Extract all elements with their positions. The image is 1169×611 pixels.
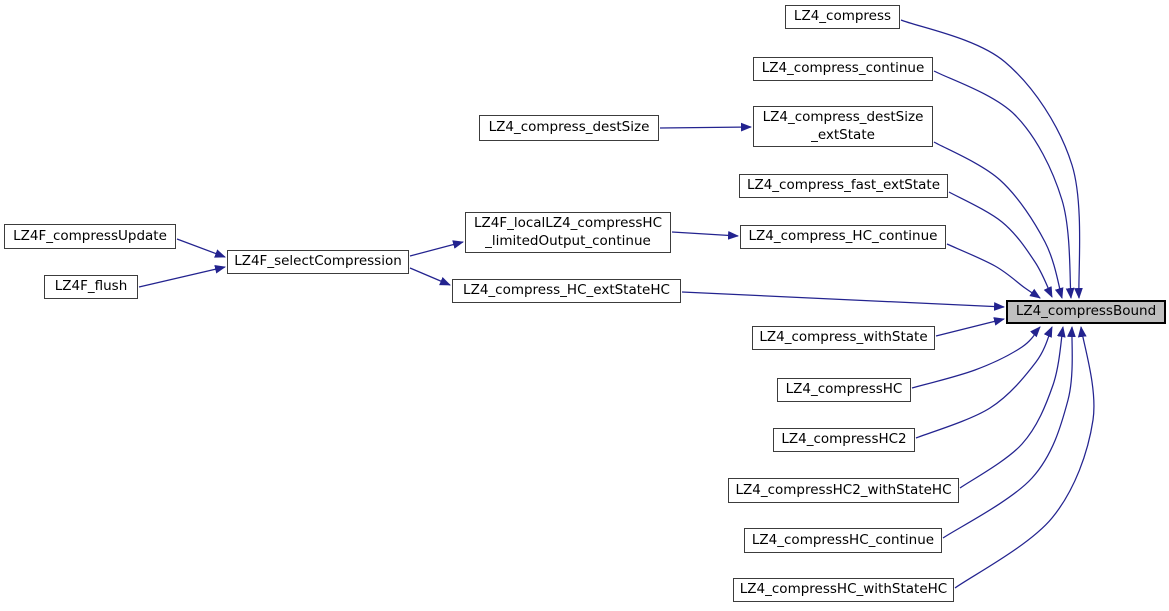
edge-lz4_compress_HC_continue-to-lz4_compressBound bbox=[946, 243, 1041, 299]
edge-lz4f_localLZ4_compressHC_limitedOutput_continue-to-lz4_compress_HC_continue bbox=[671, 231, 739, 240]
edge-lz4f_flush-to-lz4f_selectCompression bbox=[138, 264, 226, 288]
graph-node-lz4_compress_withState[interactable]: LZ4_compress_withState bbox=[752, 326, 935, 350]
edge-lz4_compressHC-to-lz4_compressBound bbox=[911, 326, 1041, 389]
graph-node-lz4_compressHC_continue[interactable]: LZ4_compressHC_continue bbox=[744, 528, 942, 553]
graph-node-lz4_compress_continue[interactable]: LZ4_compress_continue bbox=[753, 57, 933, 81]
edge-lz4_compress_destSize_extState-to-lz4_compressBound bbox=[933, 141, 1064, 299]
edge-lz4_compress_fast_extState-to-lz4_compressBound bbox=[948, 191, 1053, 298]
edge-lz4_compressHC2-to-lz4_compressBound bbox=[915, 326, 1053, 439]
graph-node-lz4_compressBound: LZ4_compressBound bbox=[1006, 300, 1166, 324]
graph-node-lz4_compressHC[interactable]: LZ4_compressHC bbox=[777, 378, 911, 402]
edge-lz4_compressHC2_withStateHC-to-lz4_compressBound bbox=[959, 326, 1066, 489]
graph-node-lz4f_localLZ4_compressHC_limitedOutput_continue[interactable]: LZ4F_localLZ4_compressHC _limitedOutput_… bbox=[465, 212, 671, 253]
graph-node-lz4_compress_HC_continue[interactable]: LZ4_compress_HC_continue bbox=[740, 225, 946, 249]
edge-lz4_compressHC_withStateHC-to-lz4_compressBound bbox=[954, 326, 1095, 589]
graph-node-lz4_compress_destSize_extState[interactable]: LZ4_compress_destSize _extState bbox=[753, 106, 933, 147]
graph-node-lz4f_compressUpdate[interactable]: LZ4F_compressUpdate bbox=[4, 224, 176, 249]
graph-node-lz4_compress_fast_extState[interactable]: LZ4_compress_fast_extState bbox=[739, 174, 948, 198]
edge-lz4f_selectCompression-to-lz4f_localLZ4_compressHC_limitedOutput_continue bbox=[409, 240, 464, 257]
edge-lz4_compressHC_continue-to-lz4_compressBound bbox=[942, 326, 1076, 539]
graph-node-lz4_compress[interactable]: LZ4_compress bbox=[785, 5, 900, 29]
graph-node-lz4f_flush[interactable]: LZ4F_flush bbox=[44, 275, 138, 299]
edge-lz4f_selectCompression-to-lz4_compress_HC_extStateHC bbox=[409, 267, 451, 286]
edge-lz4_compress_destSize-to-lz4_compress_destSize_extState bbox=[659, 122, 752, 132]
edge-lz4f_compressUpdate-to-lz4f_selectCompression bbox=[176, 238, 226, 258]
edge-lz4_compress_continue-to-lz4_compressBound bbox=[933, 70, 1075, 299]
edge-lz4_compress_HC_extStateHC-to-lz4_compressBound bbox=[681, 291, 1005, 311]
graph-node-lz4f_selectCompression[interactable]: LZ4F_selectCompression bbox=[227, 250, 409, 274]
edge-lz4_compress_withState-to-lz4_compressBound bbox=[935, 317, 1005, 337]
graph-node-lz4_compressHC_withStateHC[interactable]: LZ4_compressHC_withStateHC bbox=[733, 578, 954, 602]
edge-lz4_compress-to-lz4_compressBound bbox=[900, 19, 1083, 299]
graph-node-lz4_compress_destSize[interactable]: LZ4_compress_destSize bbox=[479, 115, 659, 141]
graph-node-lz4_compressHC2_withStateHC[interactable]: LZ4_compressHC2_withStateHC bbox=[728, 478, 959, 503]
graph-node-lz4_compress_HC_extStateHC[interactable]: LZ4_compress_HC_extStateHC bbox=[452, 279, 681, 303]
graph-node-lz4_compressHC2[interactable]: LZ4_compressHC2 bbox=[773, 428, 915, 452]
